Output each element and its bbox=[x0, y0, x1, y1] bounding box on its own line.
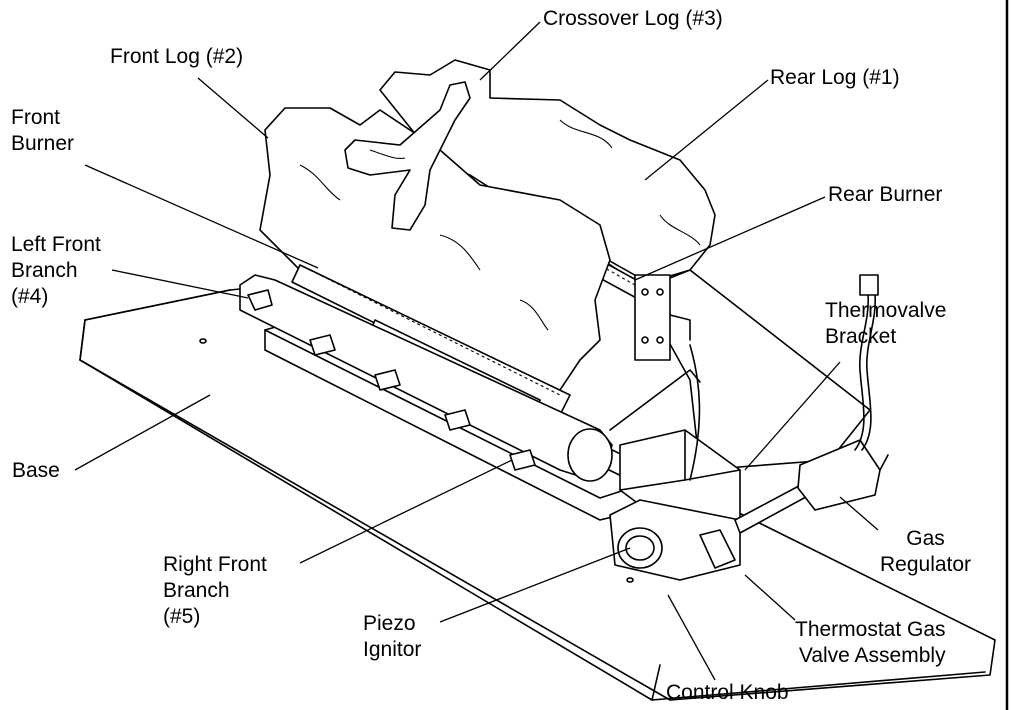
leader-gas-regulator bbox=[839, 496, 879, 531]
leader-thermovalve-bracket bbox=[744, 361, 841, 471]
label-line: Base bbox=[12, 459, 60, 482]
leader-front-burner bbox=[84, 164, 319, 269]
label-piezo-ignitor: Piezo Ignitor bbox=[363, 611, 421, 663]
label-gas-regulator: Gas Regulator bbox=[880, 526, 971, 578]
leader-left-front-branch bbox=[111, 269, 249, 299]
base-slab bbox=[79, 284, 996, 701]
label-line: Gas bbox=[906, 527, 945, 550]
label-line: Valve Assembly bbox=[798, 644, 946, 667]
label-rear-burner: Rear Burner bbox=[828, 182, 942, 208]
label-line: Ignitor bbox=[363, 638, 422, 661]
label-line: Branch bbox=[11, 259, 78, 282]
leader-rear-log bbox=[644, 79, 769, 181]
label-line: Front Log (#2) bbox=[110, 45, 244, 68]
label-crossover-log: Crossover Log (#3) bbox=[543, 6, 723, 32]
leader-rear-burner bbox=[634, 196, 826, 281]
label-thermostat-gas-valve-assembly: Thermostat Gas Valve Assembly bbox=[795, 617, 946, 669]
leader-right-front-branch bbox=[299, 459, 513, 564]
control-knob bbox=[617, 527, 663, 569]
label-line: Rear Log (#1) bbox=[770, 66, 900, 89]
label-line: Left Front bbox=[11, 233, 101, 256]
label-line: Bracket bbox=[825, 325, 897, 348]
label-front-burner: Front Burner bbox=[11, 105, 74, 157]
label-thermovalve-bracket: Thermovalve Bracket bbox=[825, 298, 946, 350]
label-line: (#5) bbox=[163, 605, 201, 628]
label-line: Crossover Log (#3) bbox=[543, 7, 723, 30]
label-line: Thermovalve bbox=[825, 299, 947, 322]
leader-lines bbox=[74, 21, 879, 681]
gas-regulator bbox=[734, 274, 889, 534]
leader-piezo-ignitor bbox=[439, 547, 631, 623]
leader-crossover-log bbox=[479, 21, 541, 81]
label-line: Regulator bbox=[880, 553, 972, 576]
label-line: Branch bbox=[163, 579, 230, 602]
leader-front-log bbox=[197, 77, 269, 139]
label-line: (#4) bbox=[11, 285, 49, 308]
crossover-log bbox=[344, 81, 471, 231]
label-front-log: Front Log (#2) bbox=[110, 44, 243, 70]
label-left-front-branch: Left Front Branch (#4) bbox=[11, 232, 101, 310]
label-line: Rear Burner bbox=[828, 183, 943, 206]
label-base: Base bbox=[12, 458, 60, 484]
label-line: Thermostat Gas bbox=[795, 618, 946, 641]
label-right-front-branch: Right Front Branch (#5) bbox=[163, 552, 267, 630]
label-line: Control Knob bbox=[666, 681, 789, 704]
label-line: Right Front bbox=[163, 553, 267, 576]
leader-thermostat-gas-valve bbox=[744, 574, 796, 621]
label-control-knob: Control Knob bbox=[666, 680, 789, 706]
label-rear-log: Rear Log (#1) bbox=[770, 65, 900, 91]
leader-base bbox=[74, 394, 211, 471]
label-line: Piezo bbox=[363, 612, 416, 635]
label-line: Front bbox=[11, 106, 61, 129]
front-branch-log bbox=[239, 274, 613, 482]
label-line: Burner bbox=[11, 132, 75, 155]
leader-control-knob bbox=[667, 594, 716, 681]
